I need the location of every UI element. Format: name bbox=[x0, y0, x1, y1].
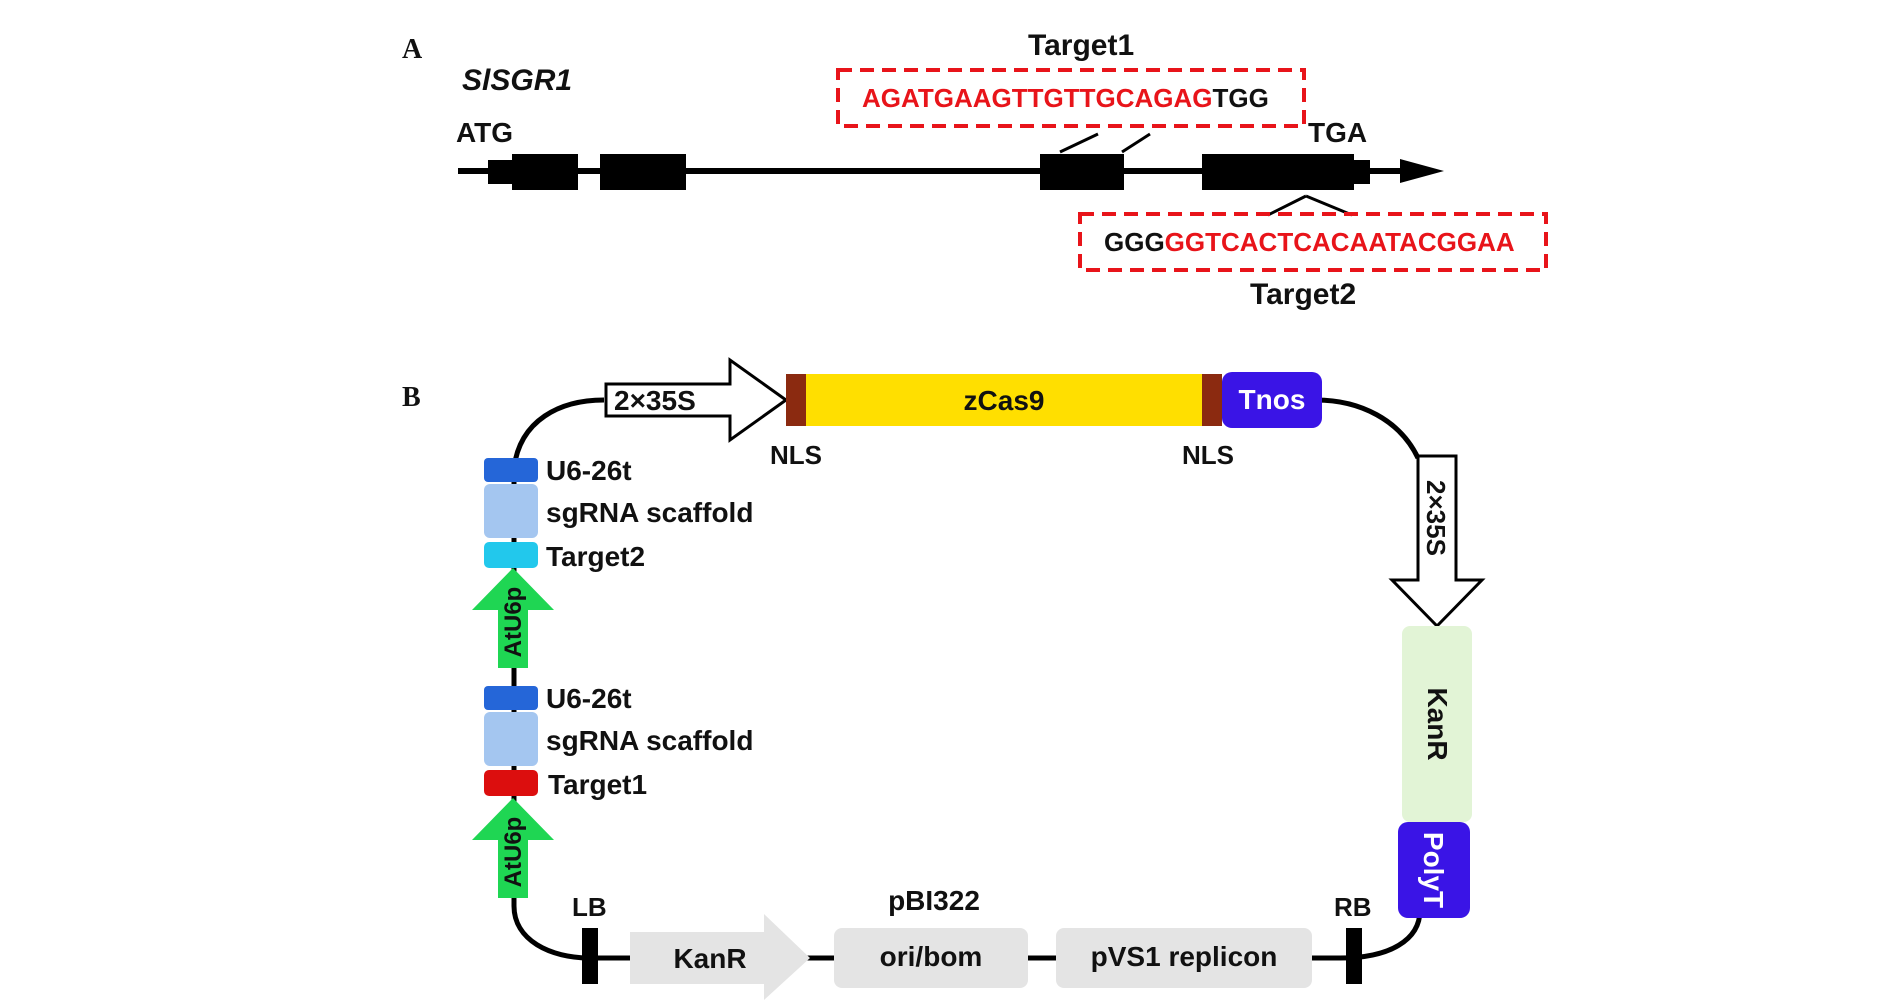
target2-sequence-text: GGGGGTCACTCACAATACGGAA bbox=[1104, 227, 1515, 257]
promoter-top-arrow bbox=[604, 357, 789, 443]
nls-right-label: NLS bbox=[1182, 440, 1234, 470]
target2-pam: GGG bbox=[1104, 227, 1165, 257]
target1-pam: TGG bbox=[1212, 83, 1268, 113]
target2-unit-box bbox=[484, 542, 538, 568]
exon-1 bbox=[512, 154, 578, 190]
kanr-bottom-arrow bbox=[630, 914, 810, 1000]
rb-border-mark bbox=[1346, 928, 1362, 984]
lb-label: LB bbox=[572, 892, 607, 922]
pvs1-box bbox=[1056, 928, 1312, 988]
target2-unit-label: Target2 bbox=[546, 541, 645, 572]
nls-left-label: NLS bbox=[770, 440, 822, 470]
panel-a-letter: A bbox=[402, 34, 423, 65]
nls-right-box bbox=[1202, 374, 1222, 426]
exon-2 bbox=[600, 154, 686, 190]
u6-26t-lower-box bbox=[484, 686, 538, 710]
promoter-top-label: 2×35S bbox=[614, 385, 696, 416]
target2-box bbox=[1078, 212, 1548, 272]
rb-label: RB bbox=[1334, 892, 1372, 922]
atu6p-upper-label: AtU6p bbox=[500, 587, 527, 658]
u6-26t-upper-box bbox=[484, 458, 538, 482]
target2-title: Target2 bbox=[1250, 278, 1356, 311]
stop-codon-label: TGA bbox=[1308, 117, 1367, 148]
target1-sequence-text: AGATGAAGTTGTTGCAGAGTGG bbox=[862, 83, 1269, 113]
promoter-right-arrow bbox=[1388, 454, 1486, 629]
polyt-box bbox=[1398, 822, 1470, 918]
backbone-top-left-curve bbox=[511, 397, 605, 469]
target1-unit-box bbox=[484, 770, 538, 796]
backbone-top-right-curve bbox=[1315, 397, 1421, 460]
kanr-right-box bbox=[1402, 626, 1472, 822]
polyt-label: PolyT bbox=[1418, 832, 1449, 908]
start-codon-label: ATG bbox=[456, 117, 513, 148]
atu6p-upper-arrow bbox=[472, 568, 554, 668]
u6-26t-upper-label: U6-26t bbox=[546, 455, 632, 486]
target1-pointer-right bbox=[1121, 132, 1151, 154]
panel-b-letter: B bbox=[402, 382, 421, 413]
scaffold-lower-box bbox=[484, 712, 538, 766]
pbi322-label: pBI322 bbox=[888, 885, 980, 916]
scaffold-upper-box bbox=[484, 484, 538, 538]
kanr-bottom-label: KanR bbox=[673, 943, 746, 974]
target2-seq: GGTCACTCACAATACGGAA bbox=[1165, 227, 1515, 257]
gene-arrowhead bbox=[1400, 159, 1444, 183]
lb-border-mark bbox=[582, 928, 598, 984]
utr-3prime bbox=[1350, 160, 1370, 184]
cas9-label: zCas9 bbox=[964, 385, 1045, 416]
u6-26t-lower-label: U6-26t bbox=[546, 683, 632, 714]
cas9-box bbox=[806, 374, 1202, 426]
atu6p-lower-arrow bbox=[472, 798, 554, 898]
scaffold-upper-label: sgRNA scaffold bbox=[546, 497, 753, 528]
promoter-right-label: 2×35S bbox=[1421, 480, 1451, 556]
kanr-right-label: KanR bbox=[1422, 687, 1453, 760]
tnos-label: Tnos bbox=[1239, 384, 1306, 415]
target2-pointer-right bbox=[1305, 194, 1353, 217]
target1-pointer-left bbox=[1059, 132, 1099, 154]
target1-box bbox=[836, 68, 1306, 128]
backbone-bottom-left-curve bbox=[511, 905, 591, 961]
gene-name-label: SlSGR1 bbox=[462, 64, 572, 97]
scaffold-lower-label: sgRNA scaffold bbox=[546, 725, 753, 756]
nls-left-box bbox=[786, 374, 806, 426]
exon-3 bbox=[1040, 154, 1124, 190]
atu6p-lower-label: AtU6p bbox=[500, 817, 527, 888]
ori-bom-box bbox=[834, 928, 1028, 988]
exon-4 bbox=[1202, 154, 1354, 190]
utr-5prime bbox=[488, 160, 516, 184]
ori-bom-label: ori/bom bbox=[880, 941, 983, 972]
target2-pointer-left bbox=[1267, 194, 1307, 217]
tnos-box bbox=[1222, 372, 1322, 428]
pvs1-label: pVS1 replicon bbox=[1091, 941, 1278, 972]
target1-title: Target1 bbox=[1028, 29, 1134, 62]
target1-seq: AGATGAAGTTGTTGCAGAG bbox=[862, 83, 1212, 113]
target1-unit-label: Target1 bbox=[548, 769, 647, 800]
